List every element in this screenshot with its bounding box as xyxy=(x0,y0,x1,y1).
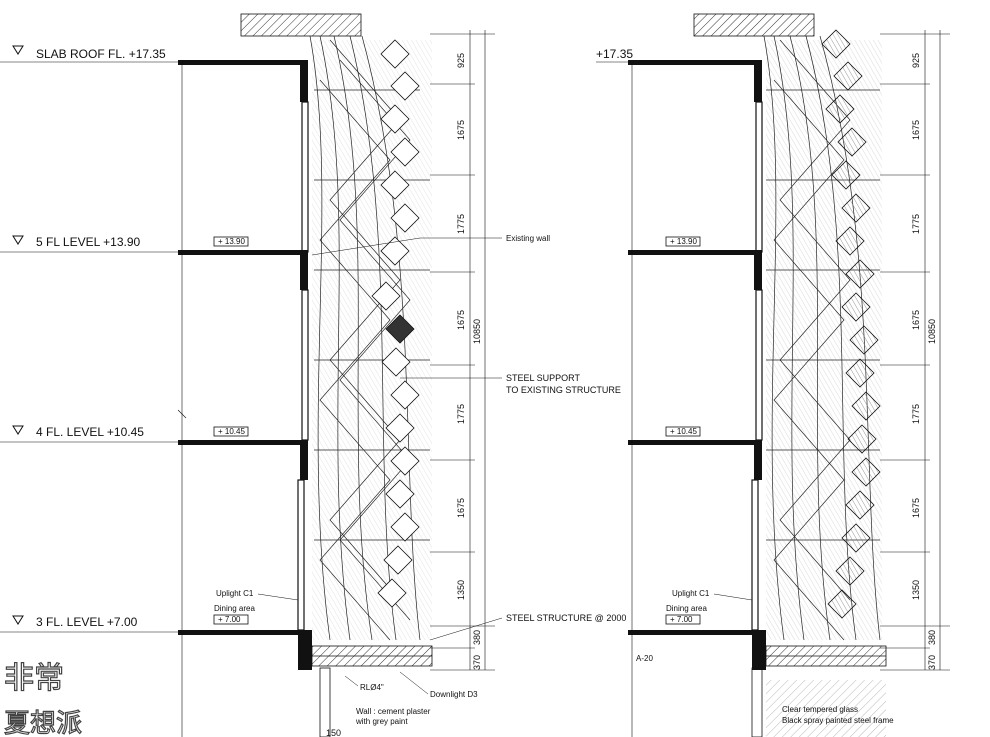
svg-text:380: 380 xyxy=(927,630,937,645)
left-section: SLAB ROOF FL. +17.35 5 FL LEVEL +13.90 4… xyxy=(0,13,626,737)
uplight-label: Uplight C1 xyxy=(216,589,254,598)
dim-150: 150 xyxy=(326,728,341,737)
svg-text:+ 10.45: + 10.45 xyxy=(218,427,245,436)
existing-wall-label: Existing wall xyxy=(506,234,550,243)
ground-soffit-left xyxy=(311,645,433,737)
level-label-5: 5 FL LEVEL +13.90 xyxy=(36,235,141,249)
downlight-label: Downlight D3 xyxy=(430,690,478,699)
steel-structure-label: STEEL STRUCTURE @ 2000 xyxy=(506,613,626,623)
building-structure-left xyxy=(177,60,312,737)
watermark-logo: 非常 夏想派 xyxy=(3,660,82,737)
svg-text:非常: 非常 xyxy=(4,661,64,696)
svg-text:1675: 1675 xyxy=(911,310,921,330)
level-label-roof-right: +17.35 xyxy=(596,47,633,61)
svg-text:10850: 10850 xyxy=(927,319,937,344)
level-tag-1390: + 13.90 xyxy=(213,236,249,247)
steel-support-label-2: TO EXISTING STRUCTURE xyxy=(506,385,621,395)
svg-text:1350: 1350 xyxy=(911,580,921,600)
level-tag-700: Dining area + 7.00 xyxy=(213,604,255,625)
level-label-4: 4 FL. LEVEL +10.45 xyxy=(36,425,144,439)
right-section: +17.35 + 13.90 + 10.45 Dining area xyxy=(596,13,950,737)
facade-diamond-panels-right xyxy=(821,29,881,619)
svg-text:1675: 1675 xyxy=(911,498,921,518)
roof-parapet-hatch xyxy=(240,13,362,37)
wall-label-1: Wall : cement plaster xyxy=(356,707,431,716)
svg-text:+ 10.45: + 10.45 xyxy=(670,427,697,436)
svg-text:380: 380 xyxy=(472,630,482,645)
svg-text:1675: 1675 xyxy=(456,310,466,330)
svg-text:1675: 1675 xyxy=(456,498,466,518)
dimension-chain-right xyxy=(880,30,950,671)
svg-text:+ 7.00: + 7.00 xyxy=(670,615,693,624)
svg-text:+ 7.00: + 7.00 xyxy=(218,615,241,624)
svg-text:1775: 1775 xyxy=(456,404,466,424)
uplight-label-right: Uplight C1 xyxy=(672,589,710,598)
a20-label: A-20 xyxy=(636,654,653,663)
svg-text:+ 13.90: + 13.90 xyxy=(670,237,697,246)
steel-support-label-1: STEEL SUPPORT xyxy=(506,373,581,383)
svg-text:夏想派: 夏想派 xyxy=(4,709,82,737)
level-label-roof: SLAB ROOF FL. +17.35 xyxy=(36,47,166,61)
svg-text:1775: 1775 xyxy=(911,404,921,424)
facade-diamond-panels-left xyxy=(371,39,420,608)
svg-text:925: 925 xyxy=(456,53,466,68)
svg-text:1675: 1675 xyxy=(911,120,921,140)
level-label-3: 3 FL. LEVEL +7.00 xyxy=(36,615,138,629)
rl-label: RLØ4" xyxy=(360,683,384,692)
svg-text:1775: 1775 xyxy=(911,214,921,234)
svg-text:370: 370 xyxy=(472,655,482,670)
facade-lattice-left xyxy=(309,35,432,641)
svg-text:1775: 1775 xyxy=(456,214,466,234)
dining-label-right: Dining area xyxy=(666,604,707,613)
svg-text:370: 370 xyxy=(927,655,937,670)
dimension-text-right: 925 1675 1775 1675 1775 1675 1350 10850 … xyxy=(911,53,937,670)
svg-text:1350: 1350 xyxy=(456,580,466,600)
dimension-text-left: 925 1675 1775 1675 1775 1675 1350 10850 … xyxy=(456,53,482,670)
svg-text:925: 925 xyxy=(911,53,921,68)
level-marker-3: 3 FL. LEVEL +7.00 xyxy=(0,615,182,633)
level-tag-1390-right: + 13.90 xyxy=(665,236,701,247)
roof-parapet-hatch-right xyxy=(693,13,815,37)
level-marker-5: 5 FL LEVEL +13.90 xyxy=(0,235,182,253)
wall-label-2: with grey paint xyxy=(355,717,408,726)
level-marker-4: 4 FL. LEVEL +10.45 xyxy=(0,425,182,443)
dining-label: Dining area xyxy=(214,604,255,613)
frame-label: Black spray painted steel frame xyxy=(782,716,894,725)
dimension-chain-left xyxy=(430,30,495,671)
level-tag-1045-right: + 10.45 xyxy=(665,426,701,437)
svg-text:10850: 10850 xyxy=(472,319,482,344)
glass-label: Clear tempered glass xyxy=(782,705,858,714)
level-tag-1045: + 10.45 xyxy=(213,426,249,437)
svg-text:1675: 1675 xyxy=(456,120,466,140)
ground-soffit-right xyxy=(751,645,887,737)
building-structure-right xyxy=(628,60,766,737)
level-tag-700-right: Dining area + 7.00 xyxy=(665,604,707,625)
svg-text:+ 13.90: + 13.90 xyxy=(218,237,245,246)
level-marker-roof: SLAB ROOF FL. +17.35 xyxy=(0,45,182,63)
